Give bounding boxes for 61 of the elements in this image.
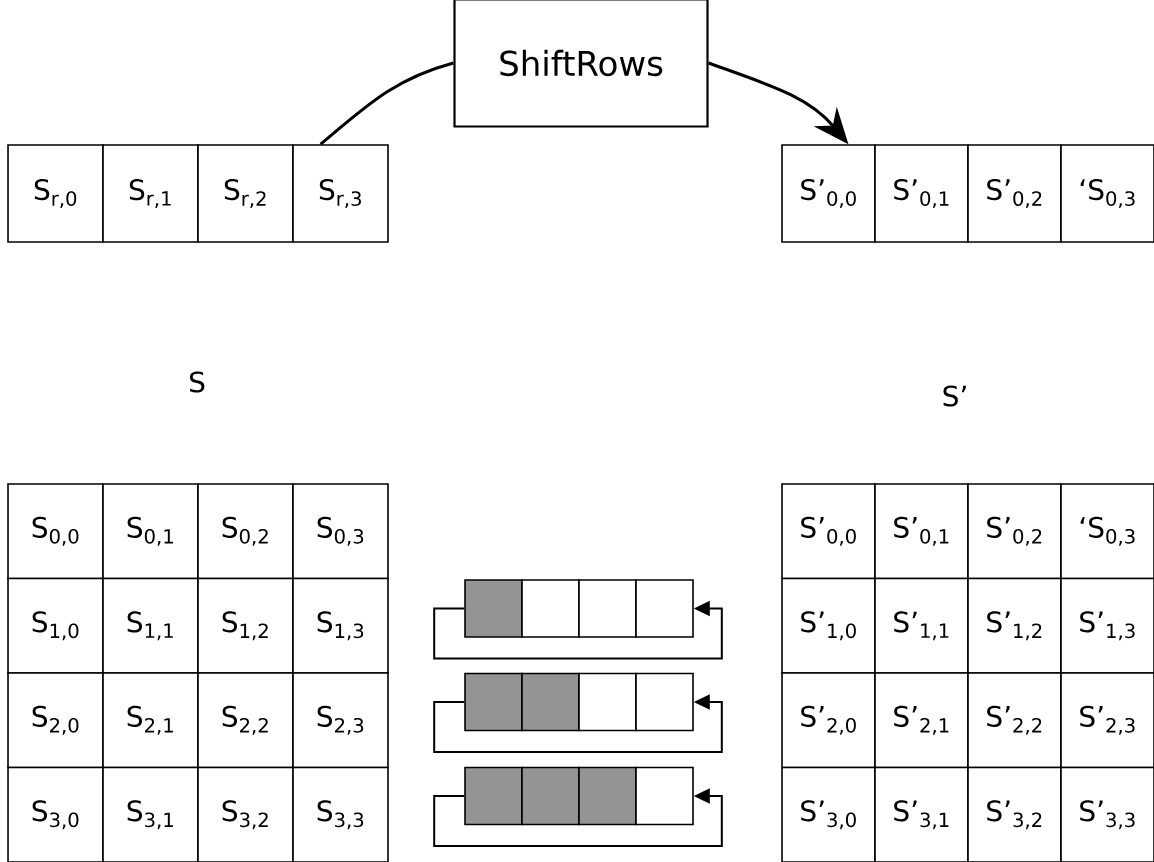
register-cell <box>464 766 523 826</box>
state-cell: S$_{r,1}$ <box>102 144 199 243</box>
register-cell <box>578 766 637 826</box>
state-cell: S$_{3,0}$ <box>7 766 104 862</box>
register-cell <box>521 672 580 732</box>
state-cell: S$_{r,0}$ <box>7 144 104 243</box>
state-cell: S$_{0,0}$ <box>7 483 104 580</box>
matrix-label: S’ <box>943 385 966 407</box>
state-cell: S$_{0,3}$ <box>292 483 389 580</box>
state-cell: S’$_{3,0}$ <box>781 766 876 862</box>
state-cell: S’$_{3,3}$ <box>1060 766 1154 862</box>
register-cell <box>578 672 637 732</box>
register-cell <box>464 672 523 732</box>
loop-arrow <box>433 788 723 847</box>
register-cell <box>521 766 580 826</box>
state-cell: S’$_{2,2}$ <box>967 672 1062 769</box>
state-cell: S’$_{1,0}$ <box>781 577 876 674</box>
state-cell: S’$_{0,2}$ <box>967 144 1062 243</box>
loop-arrow <box>433 694 723 753</box>
register-cell <box>635 766 694 826</box>
state-cell: S$_{2,1}$ <box>102 672 199 769</box>
register-cell <box>464 579 523 638</box>
state-cell: S$_{r,3}$ <box>292 144 389 243</box>
state-cell: S’$_{2,3}$ <box>1060 672 1154 769</box>
state-cell: S’$_{0,2}$ <box>967 483 1062 580</box>
state-cell: S$_{1,2}$ <box>197 577 294 674</box>
state-cell: S$_{2,0}$ <box>7 672 104 769</box>
register-cell <box>635 579 694 638</box>
state-cell: S$_{3,3}$ <box>292 766 389 862</box>
state-cell: S’$_{2,0}$ <box>781 672 876 769</box>
state-cell: S$_{1,1}$ <box>102 577 199 674</box>
register-cell <box>635 672 694 732</box>
state-cell: S$_{2,2}$ <box>197 672 294 769</box>
state-cell: S’$_{1,1}$ <box>874 577 969 674</box>
state-cell: S$_{r,2}$ <box>197 144 294 243</box>
curved-line <box>319 61 454 146</box>
state-cell: S$_{1,3}$ <box>292 577 389 674</box>
state-cell: ‘S$_{0,3}$ <box>1060 483 1154 580</box>
state-cell: S$_{3,2}$ <box>197 766 294 862</box>
operation-box: ShiftRows <box>453 0 709 128</box>
node-label: S’$_{2,3}$ <box>1080 705 1135 735</box>
state-cell: S’$_{3,2}$ <box>967 766 1062 862</box>
register-cell <box>578 579 637 638</box>
state-cell: S’$_{0,1}$ <box>874 483 969 580</box>
state-cell: S’$_{0,0}$ <box>781 483 876 580</box>
state-cell: S$_{2,3}$ <box>292 672 389 769</box>
node-label: S’$_{1,3}$ <box>1080 611 1135 641</box>
state-cell: S’$_{0,1}$ <box>874 144 969 243</box>
register-cell <box>521 579 580 638</box>
state-cell: S$_{1,0}$ <box>7 577 104 674</box>
state-cell: S$_{0,1}$ <box>102 483 199 580</box>
state-cell: S$_{0,2}$ <box>197 483 294 580</box>
state-cell: S$_{3,1}$ <box>102 766 199 862</box>
state-cell: ‘S$_{0,3}$ <box>1060 144 1154 243</box>
node-label: ‘S$_{0,3}$ <box>1080 516 1135 546</box>
matrix-label: S <box>189 371 205 393</box>
state-cell: S’$_{2,1}$ <box>874 672 969 769</box>
state-cell: S’$_{3,1}$ <box>874 766 969 862</box>
state-cell: S’$_{0,0}$ <box>781 144 876 243</box>
state-cell: S’$_{1,3}$ <box>1060 577 1154 674</box>
state-cell: S’$_{1,2}$ <box>967 577 1062 674</box>
